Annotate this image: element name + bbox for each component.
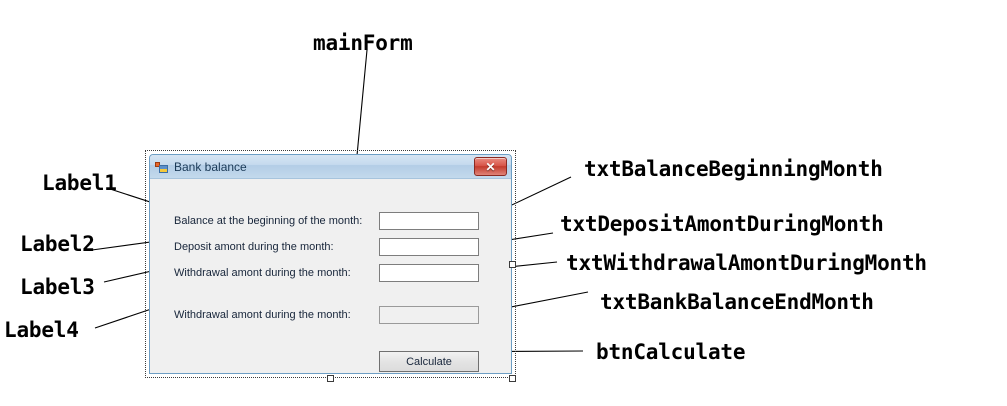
txtBankBalanceEndMonth[interactable]: [379, 306, 479, 324]
main-form-window[interactable]: Bank balance ✕ Balance at the beginning …: [149, 154, 512, 374]
form-title: Bank balance: [174, 159, 247, 174]
annotation-txtbankbalanceendmonth: txtBankBalanceEndMonth: [600, 290, 874, 314]
form-label-2: Deposit amont during the month:: [174, 241, 334, 253]
txtBalanceBeginningMonth[interactable]: [379, 212, 479, 230]
form-label-1: Balance at the beginning of the month:: [174, 215, 363, 227]
annotation-txtdepositamontduringmonth: txtDepositAmontDuringMonth: [560, 212, 884, 236]
btnCalculate[interactable]: Calculate: [379, 351, 479, 372]
grip-bottom-center[interactable]: [327, 375, 334, 382]
annotation-label4: Label4: [4, 318, 79, 342]
form-label-3: Withdrawal amont during the month:: [174, 267, 351, 279]
close-icon[interactable]: ✕: [474, 157, 507, 176]
annotation-label2: Label2: [20, 232, 95, 256]
annotation-txtwithdrawalamontduringmonth: txtWithdrawalAmontDuringMonth: [566, 251, 927, 275]
form-title-bar[interactable]: Bank balance ✕: [150, 155, 511, 179]
annotation-txtbalancebeginningmonth: txtBalanceBeginningMonth: [584, 157, 883, 181]
annotation-mainform: mainForm: [313, 31, 413, 55]
grip-right-middle[interactable]: [509, 261, 516, 268]
annotation-btncalculate: btnCalculate: [596, 340, 746, 364]
txtWithdrawalAmontDuringMonth[interactable]: [379, 264, 479, 282]
txtDepositAmontDuringMonth[interactable]: [379, 238, 479, 256]
annotation-label1: Label1: [42, 171, 117, 195]
grip-bottom-right[interactable]: [509, 375, 516, 382]
form-body: Balance at the beginning of the month: De…: [150, 179, 511, 373]
vb-form-icon: [155, 160, 169, 174]
close-glyph: ✕: [485, 159, 496, 174]
leader-mainform: [355, 49, 368, 167]
annotation-label3: Label3: [20, 275, 95, 299]
form-label-4: Withdrawal amont during the month:: [174, 309, 351, 321]
